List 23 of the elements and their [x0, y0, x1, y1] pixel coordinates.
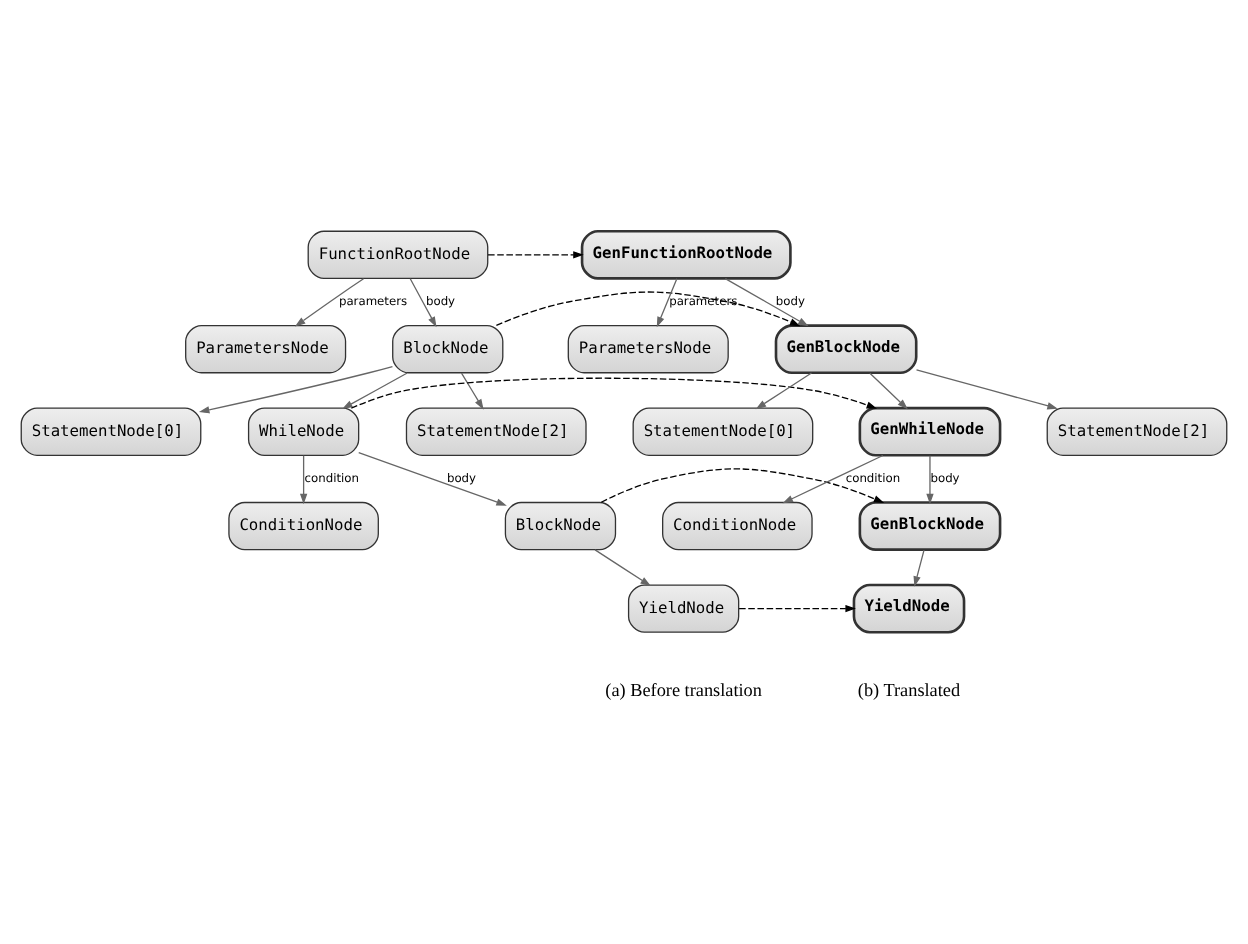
arrow: [358, 451, 507, 505]
arrow: [460, 371, 484, 409]
arrow: [913, 548, 925, 586]
arrow: [656, 277, 678, 327]
arrow: [600, 467, 885, 503]
arrow: [299, 454, 308, 504]
arrow: [915, 368, 1058, 409]
label: (a) Before translation: [605, 679, 762, 700]
arrow: [926, 454, 934, 504]
arrow: [350, 376, 878, 408]
arrow: [487, 250, 584, 258]
arrow: [294, 277, 365, 326]
arrow: [782, 453, 884, 503]
arrow: [198, 364, 394, 413]
arrow: [495, 290, 801, 326]
arrow: [755, 371, 813, 409]
arrow: [342, 371, 408, 409]
arrow: [738, 603, 856, 612]
arrow: [869, 371, 908, 409]
arrow: [409, 277, 437, 327]
arrow: [724, 276, 809, 326]
arrow: [594, 548, 651, 586]
label: (b) Translated: [857, 679, 961, 700]
